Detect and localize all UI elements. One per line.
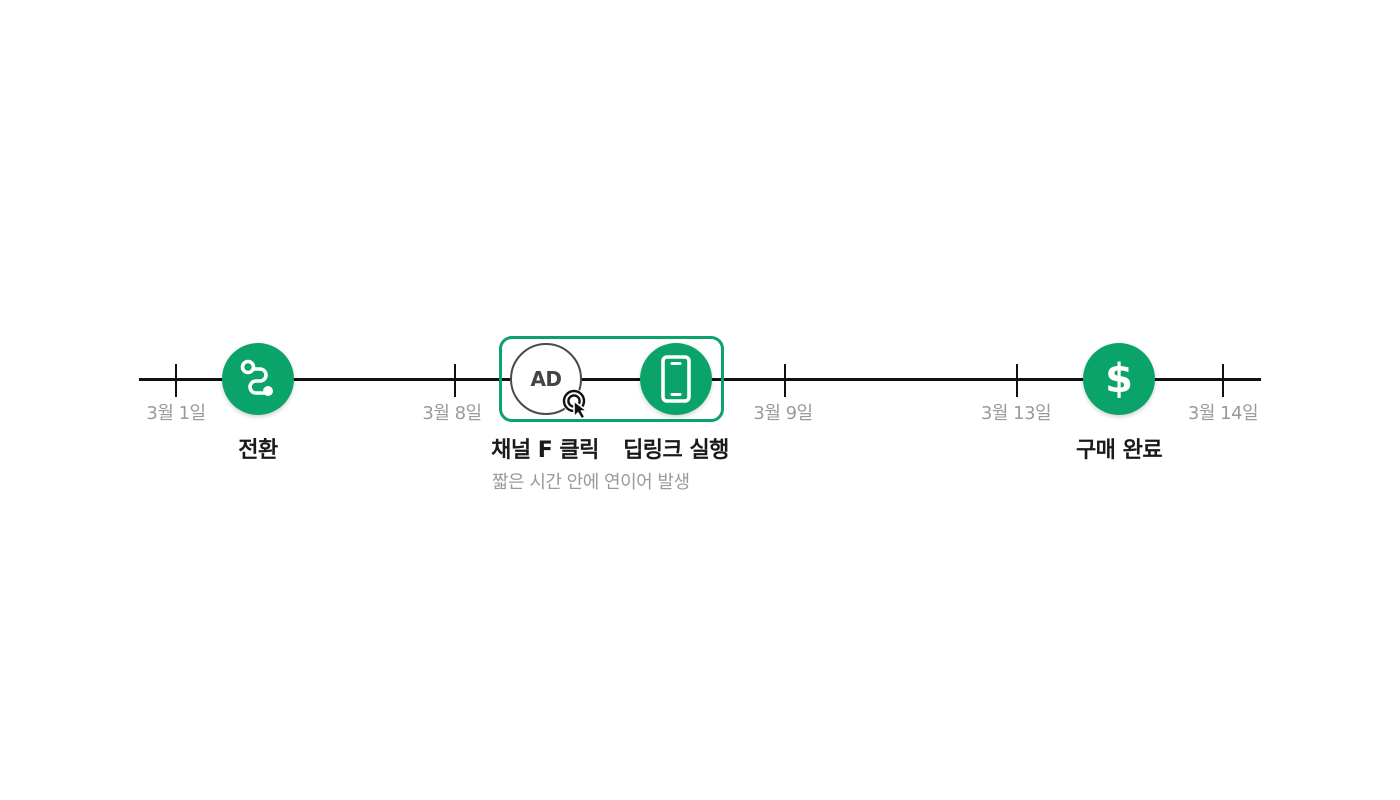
tick-mar-9 (784, 364, 786, 397)
dollar-icon: $ (1105, 356, 1133, 402)
tick-label: 3월 14일 (1187, 403, 1259, 424)
cursor-click-icon (562, 389, 588, 419)
tick-mar-14 (1222, 364, 1224, 397)
purchase-label: 구매 완료 (1075, 438, 1163, 463)
tick-mar-1 (175, 364, 177, 397)
tick-label: 3월 1일 (146, 403, 206, 424)
conversion-node (222, 343, 294, 415)
event-group-box (499, 336, 724, 422)
deeplink-label: 딥링크 실행 (623, 438, 729, 463)
group-note: 짧은 시간 안에 연이어 발생 (492, 472, 690, 493)
tick-label: 3월 8일 (422, 403, 482, 424)
route-icon (240, 359, 273, 396)
tick-mar-13 (1016, 364, 1018, 397)
deeplink-node (640, 343, 712, 415)
tick-label: 3월 9일 (753, 403, 813, 424)
tick-mar-8 (454, 364, 456, 397)
tick-label: 3월 13일 (980, 403, 1052, 424)
conversion-label: 전환 (238, 438, 278, 463)
channel-click-label: 채널 F 클릭 (491, 438, 599, 463)
smartphone-icon (661, 355, 691, 403)
ad-badge-text: AD (530, 367, 562, 391)
purchase-node: $ (1083, 343, 1155, 415)
